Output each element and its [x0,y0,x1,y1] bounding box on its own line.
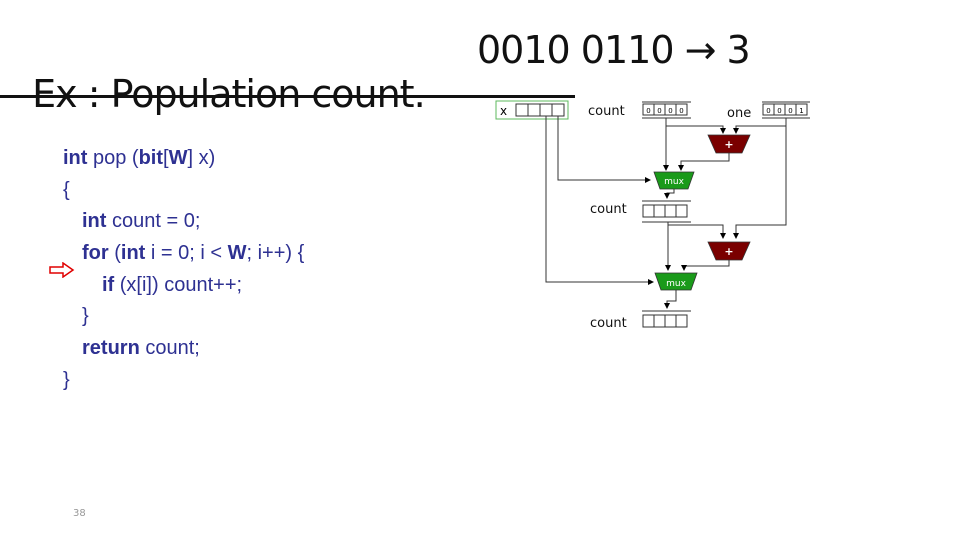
count-label-2: count [590,202,627,217]
adder-2: + [707,241,751,261]
code-line-8: } [63,365,304,397]
code-line-1: int pop (bit[W] x) [63,143,304,175]
page-number: 38 [73,508,86,519]
count-label-3: count [590,316,627,331]
code-text: count = 0; [106,210,201,233]
bit: 1 [799,107,803,115]
code-text: ] x) [187,147,216,169]
keyword: W [227,242,247,265]
one-label: one [727,106,751,121]
code-line-7: return count; [63,333,304,365]
red-arrow-icon [49,262,75,278]
code-line-4: for (int i = 0; i < W; i++) { [63,238,304,270]
keyword: int [63,147,88,169]
code-text: [ [163,147,169,169]
code-text: { [63,178,70,201]
code-text: } [63,368,70,391]
wires-stage-1 [557,116,787,239]
bit: 0 [668,107,672,115]
count-register-2 [642,200,691,223]
bit: 0 [646,107,650,115]
keyword: int [120,242,146,265]
title-underline [0,95,575,98]
keyword: if [102,273,115,296]
mux-2: mux [654,272,698,291]
count-register-3 [642,310,691,328]
mux-label: mux [664,177,684,187]
slide-title: Ex : Population count. 0010 0110 → 3 [10,28,750,160]
mux-label: mux [666,279,686,289]
code-line-6: } [63,301,304,333]
code-block: int pop (bit[W] x) { int count = 0; for … [63,143,304,397]
one-register: 0 0 0 1 [762,101,810,119]
bit: 0 [788,107,792,115]
code-text: } [82,305,89,328]
x-label: x [500,104,507,118]
code-text: pop ( [87,147,139,169]
count-register-init: 0 0 0 0 [642,101,691,119]
adder-label: + [724,138,733,151]
code-text: i = 0; i < [145,242,228,265]
bit: 0 [657,107,661,115]
keyword: int [82,210,107,233]
code-text: ( [108,242,121,265]
count-label-1: count [588,104,625,119]
keyword: W [168,147,188,169]
code-line-3: int count = 0; [63,206,304,238]
bit: 0 [679,107,683,115]
adder-label: + [724,245,733,258]
title-text: Ex : Population count. [32,72,425,116]
mux-1: mux [653,171,695,190]
bit: 0 [777,107,781,115]
code-text: ; i++) { [246,242,305,265]
code-text: count; [139,337,200,360]
code-line-2: { [63,175,304,207]
x-register: x [495,100,569,120]
adder-1: + [707,134,751,154]
code-text: (x[i]) count++; [114,273,243,296]
bit: 0 [766,107,770,115]
wires-stage-2 [545,116,730,285]
keyword: bit [138,147,164,169]
code-line-5: if (x[i]) count++; [63,270,304,302]
keyword: for [82,242,109,265]
keyword: return [82,337,140,360]
example-text: 0010 0110 → 3 [477,28,751,72]
